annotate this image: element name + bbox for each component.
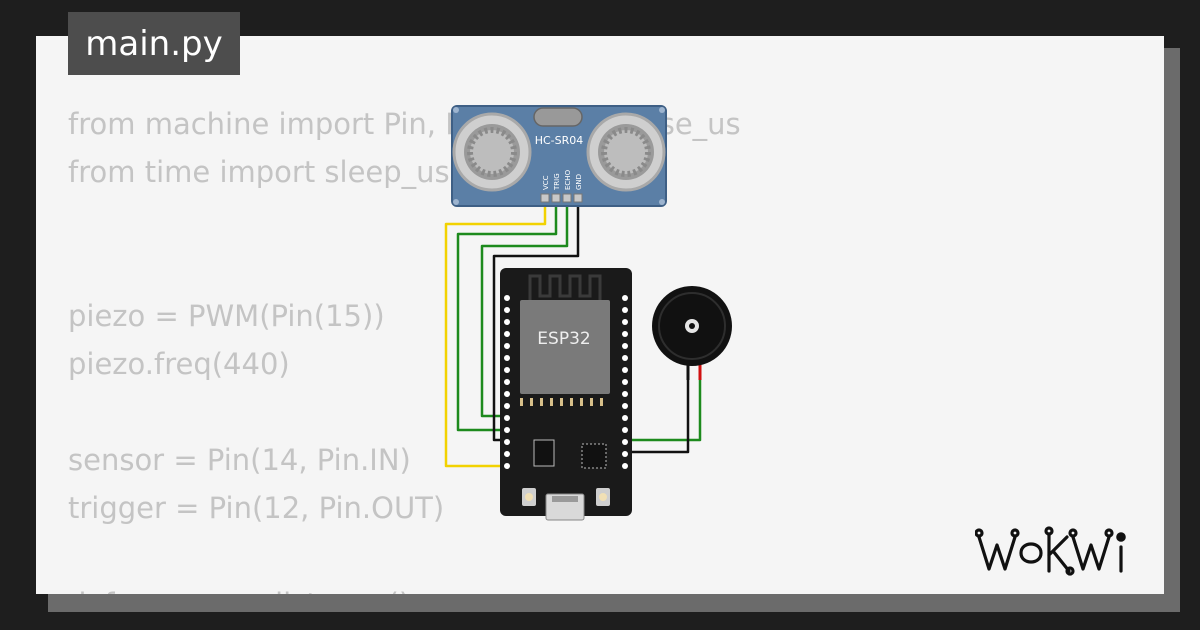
left-pin-header: [504, 295, 510, 469]
wokwi-logo: [975, 526, 1126, 576]
sensor-pin-labels: VCC TRIG ECHO GND: [542, 169, 583, 191]
transducer-right: [586, 112, 666, 192]
pin-label-vcc: VCC: [542, 175, 550, 190]
wire-buzzer-green: [628, 372, 702, 442]
module-castellations: [520, 398, 603, 406]
board-label: ESP32: [537, 329, 590, 349]
crystal: [533, 107, 583, 127]
esp32-board[interactable]: ESP32: [500, 268, 632, 521]
right-pin-header: [622, 295, 628, 469]
hc-sr04-sensor[interactable]: HC-SR04 VCC TRIG ECHO GND: [451, 105, 667, 207]
code-line: trigger = Pin(12, Pin.OUT): [68, 491, 445, 525]
wire-vcc-yellow: [444, 196, 547, 468]
wire-trig-green: [456, 196, 558, 432]
wire-buzzer-black: [628, 372, 690, 454]
wire-gnd-black: [492, 196, 580, 442]
voltage-regulator: [533, 439, 555, 467]
transducer-left: [452, 112, 532, 192]
code-line: def measure_distance():: [68, 580, 741, 594]
code-line: sensor = Pin(14, Pin.IN): [68, 443, 411, 477]
esp32-module: [520, 300, 610, 394]
code-line: piezo.freq(440): [68, 347, 290, 381]
buzzer-icon[interactable]: [652, 286, 732, 366]
code-line: from time import sleep_us: [68, 155, 450, 189]
usb-uart-chip: [581, 443, 607, 469]
file-tab[interactable]: main.py: [68, 12, 240, 75]
pin-label-trig: TRIG: [553, 173, 561, 191]
wire-echo-green: [480, 196, 569, 418]
code-line: piezo = PWM(Pin(15)): [68, 299, 385, 333]
wires: [444, 196, 702, 468]
sensor-label: HC-SR04: [535, 134, 584, 147]
sensor-header-pins: [540, 193, 583, 203]
pin-label-gnd: GND: [575, 174, 583, 190]
antenna-trace: [528, 274, 602, 300]
pin-label-echo: ECHO: [564, 169, 572, 190]
